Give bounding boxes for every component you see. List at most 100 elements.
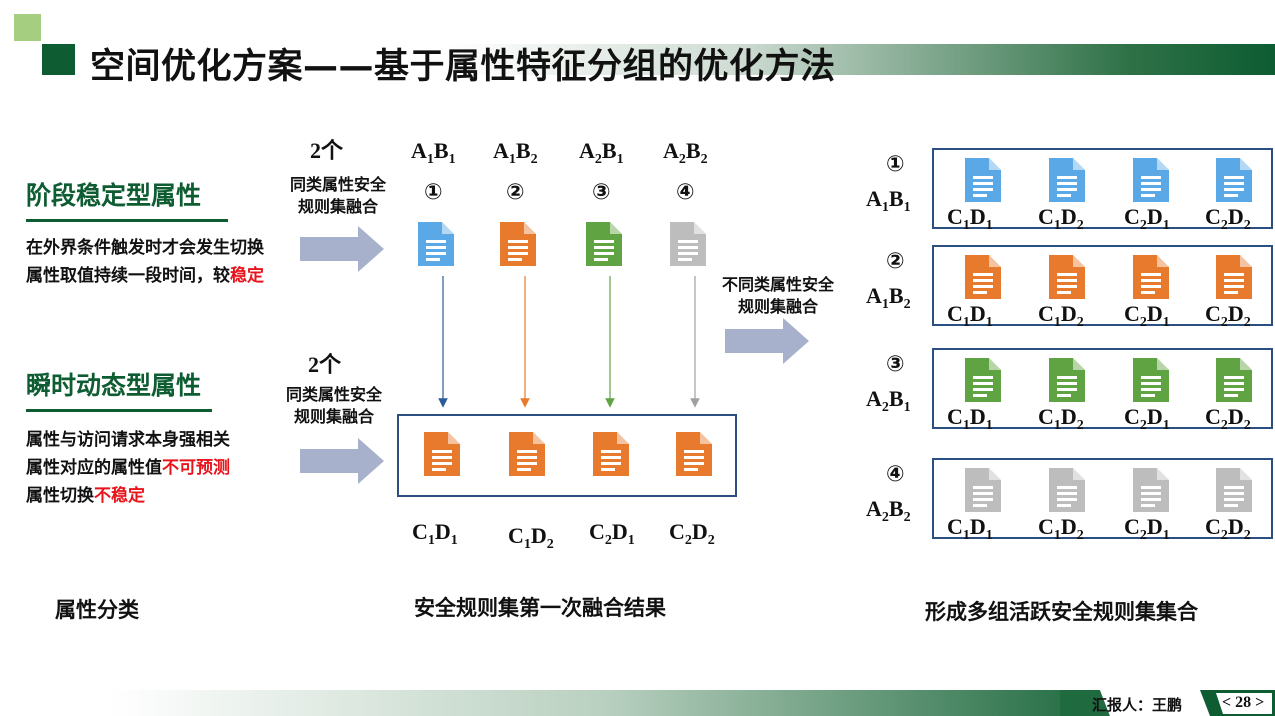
group-label: A1B2: [866, 285, 911, 312]
label-part: D: [1146, 204, 1163, 229]
group-label: A2B1: [866, 388, 911, 415]
label-sub: 2: [1220, 418, 1228, 433]
label-part: D: [1227, 404, 1244, 429]
label-sub: 1: [1162, 218, 1170, 233]
title-marker: [42, 44, 75, 75]
label-sub: 1: [1053, 418, 1061, 433]
dynamic-line-2-red: 不可预测: [162, 458, 230, 478]
top-merge-label: 同类属性安全 规则集融合: [289, 175, 386, 216]
label-sub: 2: [1139, 418, 1147, 433]
document-icon: [965, 255, 1001, 303]
label-part: C: [508, 523, 524, 548]
doc-label: C2D2: [1205, 406, 1251, 433]
doc-label: C1D2: [1038, 516, 1084, 543]
label-part: C: [1038, 514, 1054, 539]
label-sub: 2: [1243, 528, 1251, 543]
slide-title: 空间优化方案——基于属性特征分组的优化方法: [90, 47, 836, 87]
document-icon: [965, 158, 1001, 206]
right-caption: 形成多组活跃安全规则集集合: [925, 600, 1198, 624]
dynamic-line-3-text: 属性切换: [26, 486, 94, 506]
top-count: 2个: [310, 138, 344, 163]
doc-label: C1D1: [947, 303, 993, 330]
label-part: C: [1205, 514, 1221, 539]
label-sub: 2: [1139, 315, 1147, 330]
document-icon: [1216, 255, 1252, 303]
doc-label: C2D1: [1124, 406, 1170, 433]
label-sub: 1: [1162, 315, 1170, 330]
middle-caption: 安全规则集第一次融合结果: [414, 596, 666, 620]
bottom-merge-label: 同类属性安全 规则集融合: [285, 385, 382, 426]
document-icon: [509, 432, 545, 480]
label-sub: 1: [1053, 218, 1061, 233]
connector-arrows: [438, 276, 700, 408]
label-part: C: [1205, 204, 1221, 229]
dynamic-underline: [26, 409, 212, 412]
label-sub: 1: [985, 528, 993, 543]
label-part: C: [1124, 301, 1140, 326]
rule-set-label: A1B2: [493, 140, 538, 167]
label-sub: 1: [962, 315, 970, 330]
label-sub: 2: [903, 297, 911, 312]
label-part: C: [412, 519, 428, 544]
stable-underline: [26, 219, 228, 222]
label-part: C: [947, 301, 963, 326]
document-icon: [1049, 255, 1085, 303]
document-icon: [1133, 358, 1169, 406]
label-part: C: [947, 404, 963, 429]
document-icon: [1216, 468, 1252, 516]
label-part: D: [1227, 514, 1244, 539]
dynamic-line-2-text: 属性对应的属性值: [26, 458, 162, 478]
left-caption: 属性分类: [55, 598, 139, 622]
label-part: C: [1205, 301, 1221, 326]
doc-label: C1D2: [1038, 303, 1084, 330]
label-part: B: [433, 138, 449, 163]
title-gradient-bar: [300, 44, 1275, 75]
arrow-right-icon: [725, 318, 809, 364]
accent-square: [14, 14, 41, 41]
label-sub: 1: [962, 418, 970, 433]
label-sub: 2: [1220, 218, 1228, 233]
label-part: B: [888, 186, 904, 211]
document-icon: [1133, 468, 1169, 516]
label-sub: 1: [426, 152, 434, 167]
stable-line-1: 在外界条件触发时才会发生切换: [26, 238, 264, 258]
label-sub: 2: [1076, 315, 1084, 330]
label-sub: 2: [530, 152, 538, 167]
document-icon: [1049, 358, 1085, 406]
label-part: B: [888, 496, 904, 521]
label-part: C: [1124, 514, 1140, 539]
label-part: A: [866, 186, 882, 211]
doc-label: C1D1: [947, 406, 993, 433]
dynamic-line-3-red: 不稳定: [94, 486, 145, 506]
doc-label: C2D1: [1124, 206, 1170, 233]
dynamic-line-1: 属性与访问请求本身强相关: [26, 430, 230, 450]
label-part: B: [888, 386, 904, 411]
label-part: D: [1146, 301, 1163, 326]
label-part: D: [969, 404, 986, 429]
label-part: C: [1205, 404, 1221, 429]
label-sub: 1: [448, 152, 456, 167]
group-box: [932, 148, 1273, 229]
label-sub: 2: [1076, 418, 1084, 433]
label-sub: 2: [1220, 315, 1228, 330]
doc-label: C2D1: [1124, 303, 1170, 330]
label-part: C: [947, 514, 963, 539]
doc-label: C1D2: [1038, 406, 1084, 433]
reporter-label: 汇报人：王鹏: [1092, 696, 1183, 714]
label-sub: 1: [962, 528, 970, 543]
label-sub: 1: [881, 297, 889, 312]
label-sub: 1: [903, 400, 911, 415]
arrow-right-icon: [300, 226, 384, 272]
label-part: D: [530, 523, 547, 548]
document-icon: [418, 222, 454, 270]
footer-band: [1060, 690, 1275, 716]
label-sub: 1: [985, 315, 993, 330]
label-part: D: [1060, 404, 1077, 429]
label-part: C: [1038, 301, 1054, 326]
label-part: B: [685, 138, 701, 163]
label-part: D: [434, 519, 451, 544]
doc-label: C2D2: [1205, 206, 1251, 233]
page-number: < 28 >: [1222, 694, 1265, 711]
doc-label: C1D1: [947, 206, 993, 233]
label-sub: 1: [1162, 418, 1170, 433]
